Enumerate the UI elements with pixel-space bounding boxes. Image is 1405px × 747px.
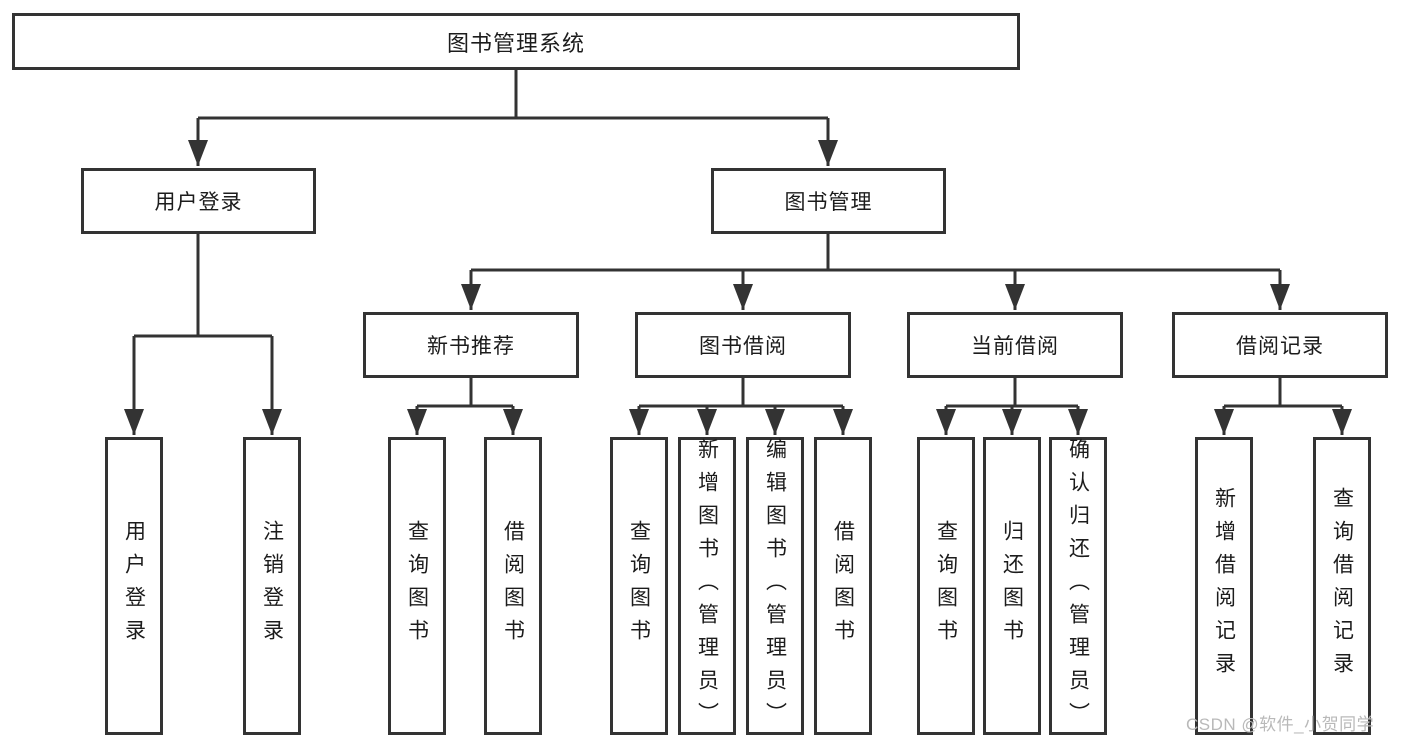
leaf-borrow-edit-label: 编辑图书（管理员） [763, 437, 787, 735]
leaf-newbook-borrow: 借阅图书 [484, 437, 542, 735]
node-current-borrow: 当前借阅 [907, 312, 1123, 378]
leaf-record-add-label: 新增借阅记录 [1212, 487, 1236, 685]
leaf-current-confirm: 确认归还（管理员） [1049, 437, 1107, 735]
node-new-book-recommend: 新书推荐 [363, 312, 579, 378]
node-book-management: 图书管理 [711, 168, 946, 234]
leaf-current-query: 查询图书 [917, 437, 975, 735]
node-borrow-record: 借阅记录 [1172, 312, 1388, 378]
leaf-newbook-query-label: 查询图书 [405, 520, 429, 652]
leaf-record-query-label: 查询借阅记录 [1330, 487, 1354, 685]
leaf-borrow-add: 新增图书（管理员） [678, 437, 736, 735]
leaf-borrow-borrow-label: 借阅图书 [831, 520, 855, 652]
leaf-logout: 注销登录 [243, 437, 301, 735]
connector-arrows [124, 118, 1352, 435]
node-book-borrow-label: 图书借阅 [699, 335, 787, 358]
leaf-borrow-borrow: 借阅图书 [814, 437, 872, 735]
leaf-current-return-label: 归还图书 [1000, 520, 1024, 652]
node-new-book-recommend-label: 新书推荐 [427, 335, 515, 358]
leaf-current-return: 归还图书 [983, 437, 1041, 735]
leaf-borrow-query: 查询图书 [610, 437, 668, 735]
node-book-borrow: 图书借阅 [635, 312, 851, 378]
leaf-user-login-label: 用户登录 [122, 520, 146, 652]
csdn-watermark: CSDN @软件_小贺同学 [1186, 715, 1375, 734]
node-borrow-record-label: 借阅记录 [1236, 335, 1324, 358]
node-root: 图书管理系统 [12, 13, 1020, 70]
node-current-borrow-label: 当前借阅 [971, 335, 1059, 358]
leaf-record-query: 查询借阅记录 [1313, 437, 1371, 735]
leaf-newbook-query: 查询图书 [388, 437, 446, 735]
leaf-borrow-query-label: 查询图书 [627, 520, 651, 652]
leaf-logout-label: 注销登录 [260, 520, 284, 652]
node-root-label: 图书管理系统 [446, 30, 585, 56]
leaf-user-login: 用户登录 [105, 437, 163, 735]
leaf-current-confirm-label: 确认归还（管理员） [1066, 437, 1090, 735]
leaf-current-query-label: 查询图书 [934, 520, 958, 652]
leaf-borrow-edit: 编辑图书（管理员） [746, 437, 804, 735]
leaf-newbook-borrow-label: 借阅图书 [501, 520, 525, 652]
leaf-borrow-add-label: 新增图书（管理员） [695, 437, 719, 735]
node-book-management-label: 图书管理 [784, 191, 873, 214]
leaf-record-add: 新增借阅记录 [1195, 437, 1253, 735]
node-user-login-label: 用户登录 [154, 191, 243, 214]
node-user-login: 用户登录 [81, 168, 316, 234]
connector-trunks [134, 70, 1342, 408]
